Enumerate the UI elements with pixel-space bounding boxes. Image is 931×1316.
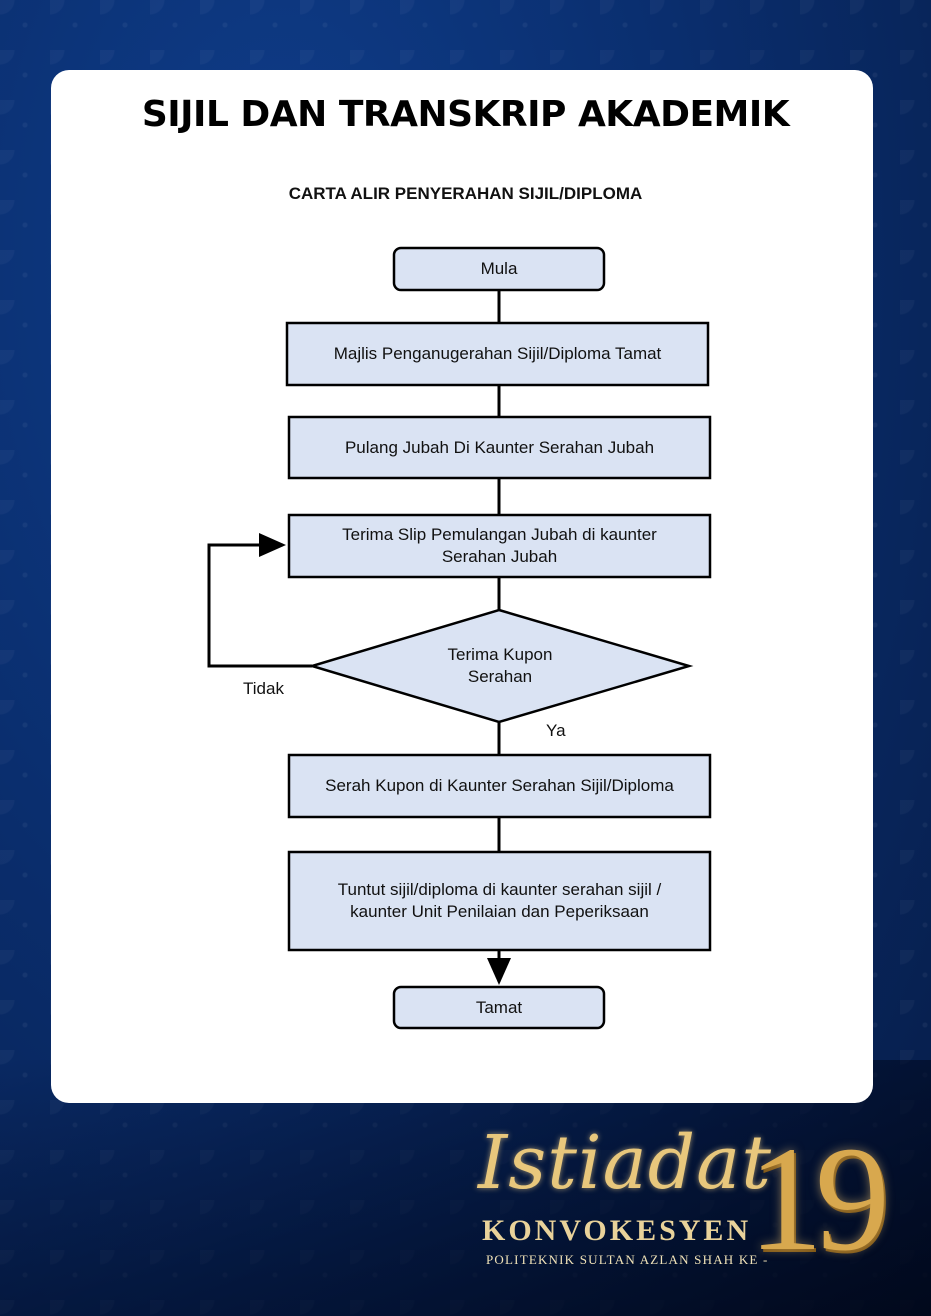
node-start <box>392 246 606 292</box>
node-step2 <box>287 415 712 480</box>
node-step5-label: Tuntut sijil/diploma di kaunter serahan … <box>337 880 662 921</box>
node-step4 <box>287 753 712 819</box>
node-step3 <box>287 513 712 579</box>
node-decision-label: Terima Kupon Serahan <box>447 645 553 686</box>
node-step1-label: Majlis Penganugerahan Sijil/Diploma Tama… <box>333 344 662 363</box>
logo-number: 19 <box>748 1116 890 1282</box>
logo-subtitle: KONVOKESYEN <box>482 1214 752 1247</box>
page-title: SIJIL DAN TRANSKRIP AKADEMIK <box>141 94 790 135</box>
node-step5 <box>287 850 712 952</box>
node-step1 <box>285 321 710 387</box>
logo-institution: POLITEKNIK SULTAN AZLAN SHAH KE - <box>486 1252 769 1267</box>
node-start-label: Mula <box>480 259 518 278</box>
node-step3-label: Terima Slip Pemulangan Jubah di kaunter … <box>342 525 657 566</box>
node-end-label: Tamat <box>475 997 523 1017</box>
convocation-logo: Istiadat KONVOKESYEN POLITEKNIK SULTAN A… <box>420 1120 910 1310</box>
connector-no-loop <box>207 533 312 668</box>
node-step4-label: Serah Kupon di Kaunter Serahan Sijil/Dip… <box>325 776 674 795</box>
flowchart-title: CARTA ALIR PENYERAHAN SIJIL/DIPLOMA <box>288 184 643 203</box>
node-end <box>392 985 606 1030</box>
logo-script-text: Istiadat <box>478 1120 772 1206</box>
node-decision <box>307 608 694 724</box>
edge-label-yes: Ya <box>546 721 566 740</box>
node-step2-label: Pulang Jubah Di Kaunter Serahan Jubah <box>344 437 655 457</box>
edge-label-no: Tidak <box>243 679 284 698</box>
